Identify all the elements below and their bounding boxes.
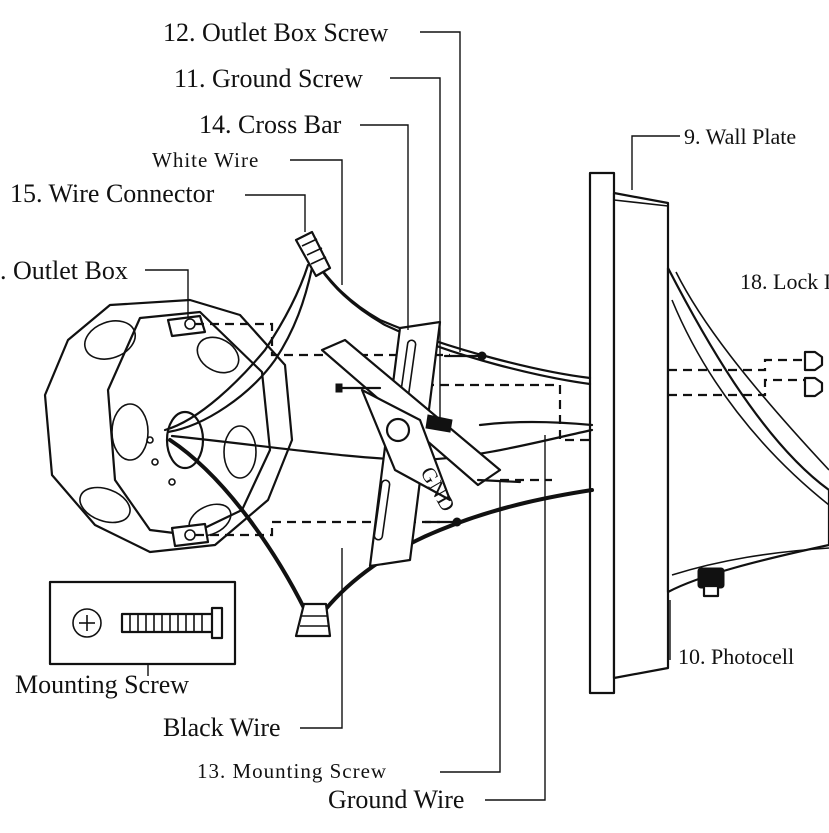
fixture-contour-2 — [675, 271, 829, 471]
ground-wire-tail — [478, 420, 594, 427]
legend-screw-head — [72, 608, 102, 638]
photocell-base — [702, 584, 720, 598]
mounting-screw-right — [476, 478, 522, 484]
wire-connector-bottom — [294, 602, 332, 638]
photocell — [697, 567, 725, 598]
white-wire-box — [163, 263, 310, 432]
legend-screw-shaft — [120, 612, 216, 634]
dash-bottom-screw — [195, 520, 440, 537]
connector-top-rib-3 — [310, 256, 327, 265]
leader-outlet-box — [145, 269, 189, 318]
legend-screw-end — [210, 606, 224, 640]
box-hole-c — [146, 436, 154, 444]
outlet-box — [43, 298, 294, 554]
connector-top-body — [294, 230, 332, 278]
knockout-2 — [196, 336, 240, 374]
label-ground-wire: Ground Wire — [328, 785, 464, 814]
ground-screw-body — [425, 414, 453, 433]
mounting-screw-bottom — [423, 517, 462, 527]
label-outlet-box: . Outlet Box — [0, 256, 128, 285]
outlet-box-screw — [443, 351, 487, 361]
label-mounting-screw-legend: Mounting Screw — [15, 670, 189, 699]
knockout-5 — [79, 486, 131, 524]
dash-ground — [380, 383, 592, 442]
lock-bolts — [668, 350, 824, 398]
lock-dash-lower — [668, 378, 805, 397]
wall-plate-body — [612, 191, 670, 680]
fixture-housing — [666, 266, 829, 594]
fixture-contour-1 — [671, 299, 829, 506]
leader-wire-connector — [245, 194, 306, 232]
label-lock: 18. Lock I — [740, 269, 829, 294]
box-ear-top — [166, 314, 207, 338]
label-wire-connector: 15. Wire Connector — [10, 179, 215, 208]
wall-plate-front — [588, 171, 616, 695]
knockout-3 — [111, 403, 149, 461]
leader-wall-plate — [631, 135, 680, 190]
black-wire-fixture — [323, 488, 594, 612]
fixture-contour-3 — [671, 547, 829, 576]
cross-bar-screw-left — [335, 383, 382, 393]
label-mounting-screw: 13. Mounting Screw — [197, 759, 387, 783]
mounting-screw-right-shaft — [476, 478, 522, 484]
leader-white-wire — [290, 159, 343, 285]
label-ground-screw: 11. Ground Screw — [174, 64, 363, 93]
label-photocell: 10. Photocell — [678, 644, 794, 669]
lock-dash-upper — [668, 358, 805, 372]
mounting-screw-legend — [48, 580, 237, 676]
cross-bar-slot-bottom — [373, 479, 391, 541]
wall-plate — [588, 171, 670, 695]
white-wire-box-2 — [166, 266, 314, 434]
connector-top-rib-2 — [306, 247, 323, 256]
connector-top-rib-1 — [301, 238, 318, 247]
cross-bar-bracket — [360, 388, 452, 502]
outlet-box-screw-tip — [477, 351, 487, 361]
label-cross-bar: 14. Cross Bar — [199, 110, 342, 139]
box-ear-bottom — [170, 522, 210, 548]
box-hole-a — [151, 458, 159, 466]
leader-black-wire — [300, 548, 343, 729]
leader-lines — [145, 31, 680, 801]
mounting-screw-bottom-tip — [452, 517, 462, 527]
cross-bar-screw-left-head — [335, 383, 343, 393]
leader-cross-bar — [360, 124, 409, 330]
leader-outlet-box-screw — [420, 31, 461, 352]
fixture-body — [666, 266, 829, 594]
knockout-1 — [84, 320, 136, 360]
box-hole-b — [168, 478, 176, 486]
lock-bolt-lower — [803, 376, 824, 398]
leader-ground-screw — [390, 77, 441, 420]
leader-mounting-screw — [440, 482, 501, 773]
connector-bottom-body — [294, 602, 332, 638]
wire-connector-top — [294, 230, 332, 278]
legend-screw-threads — [129, 614, 203, 632]
label-white-wire: White Wire — [152, 148, 259, 172]
cross-bar-marking: GND — [416, 463, 461, 517]
leader-ground-wire — [485, 435, 546, 801]
ground-screw-head — [385, 417, 411, 443]
label-black-wire: Black Wire — [163, 713, 281, 742]
label-wall-plate: 9. Wall Plate — [684, 124, 796, 149]
label-outlet-box-screw: 12. Outlet Box Screw — [163, 18, 389, 47]
wall-plate-edge — [613, 199, 669, 207]
lock-bolt-upper — [803, 350, 824, 372]
black-wire-box — [168, 438, 307, 612]
callout-labels: 12. Outlet Box Screw 11. Ground Screw 14… — [0, 18, 829, 814]
knockout-4 — [223, 425, 257, 479]
